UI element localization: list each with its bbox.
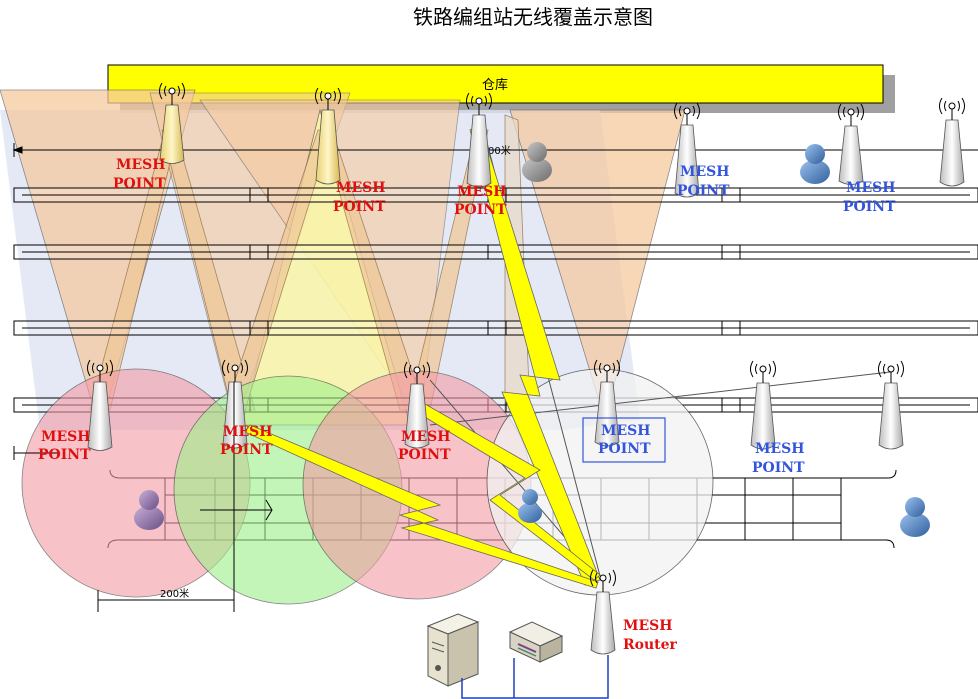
mesh-label: MESH <box>41 429 91 445</box>
radio-wave-icon <box>674 102 700 120</box>
mesh-label: MESH <box>601 423 651 439</box>
track-3 <box>13 320 978 336</box>
antenna-bottom-4 <box>594 364 620 447</box>
antenna-top-6 <box>939 102 965 187</box>
distance-label-bottom: 200米 <box>160 587 189 600</box>
radio-wave-icon <box>878 360 904 378</box>
radio-wave-icon <box>159 82 185 100</box>
radio-wave-icon <box>939 97 965 115</box>
wireless-links <box>244 124 601 589</box>
radio-wave-icon <box>466 92 492 110</box>
antennas <box>87 87 965 655</box>
radio-wave-icon <box>87 359 113 377</box>
point-label: POINT <box>333 199 386 215</box>
warehouse-label: 仓库 <box>482 77 508 93</box>
antenna-top-4 <box>674 107 700 198</box>
antenna-bottom-3 <box>404 366 430 449</box>
antenna-bottom-5 <box>750 365 776 450</box>
arrow-marker <box>200 499 273 521</box>
radio-wave-icon <box>750 360 776 378</box>
diagram-title: 铁路编组站无线覆盖示意图 <box>413 5 653 29</box>
antenna-top-2 <box>315 92 341 185</box>
point-label: POINT <box>220 442 273 458</box>
distance-label-top: 00米 <box>488 144 511 157</box>
mesh-label: MESH <box>680 164 730 180</box>
mesh-label: MESH <box>457 184 507 200</box>
person-icon <box>900 497 930 537</box>
antenna-bottom-2 <box>222 364 248 449</box>
point-label: POINT <box>677 183 730 199</box>
radio-wave-icon <box>315 87 341 105</box>
wired-network <box>461 655 609 699</box>
point-label: POINT <box>598 441 651 457</box>
bottom-dimension <box>97 382 235 612</box>
mesh-label: MESH <box>846 180 896 196</box>
mesh-label: MESH <box>401 429 451 445</box>
lightning-bolt <box>409 399 601 581</box>
server-icon <box>426 613 480 687</box>
point-label: POINT <box>454 202 507 218</box>
mesh-point-labels-red: MESH POINT MESH POINT MESH POINT MESH PO… <box>38 157 678 653</box>
person-icon <box>134 490 164 530</box>
left-dimension <box>13 446 60 460</box>
point-label: POINT <box>113 176 166 192</box>
radio-wave-icon <box>222 359 248 377</box>
antenna-top-1 <box>159 87 185 164</box>
point-label: POINT <box>843 199 896 215</box>
person-icon <box>522 142 552 182</box>
network-switch-icon <box>508 621 564 663</box>
point-label: POINT <box>398 447 451 463</box>
antenna-bottom-6 <box>878 365 904 450</box>
radio-wave-icon <box>594 359 620 377</box>
point-label: POINT <box>752 460 805 476</box>
antenna-top-3 <box>466 97 492 188</box>
person-icons <box>134 142 930 537</box>
mesh-point-labels-blue: MESH POINT MESH POINT MESH POINT MESH PO… <box>598 164 896 476</box>
track-2 <box>13 244 978 260</box>
point-label: POINT <box>38 447 91 463</box>
mesh-label: MESH <box>223 424 273 440</box>
radio-wave-icon <box>838 103 864 121</box>
lightning-bolt <box>244 424 599 589</box>
radio-wave-icons <box>87 82 965 587</box>
mesh-label: MESH <box>755 441 805 457</box>
person-icon <box>800 144 830 184</box>
router-mesh-label: MESH <box>623 618 673 634</box>
radio-wave-icon <box>404 361 430 379</box>
router-label: Router <box>623 637 678 653</box>
antenna-router <box>590 574 616 655</box>
mesh-point-highlight-box <box>582 417 666 463</box>
antenna-top-5 <box>838 108 864 185</box>
mesh-label: MESH <box>116 157 166 173</box>
radio-wave-icon <box>590 569 616 587</box>
person-icon <box>518 489 542 523</box>
antenna-bottom-1 <box>87 364 113 451</box>
mesh-label: MESH <box>336 180 386 196</box>
coverage-cone <box>0 89 196 432</box>
upward-beams <box>89 114 531 413</box>
